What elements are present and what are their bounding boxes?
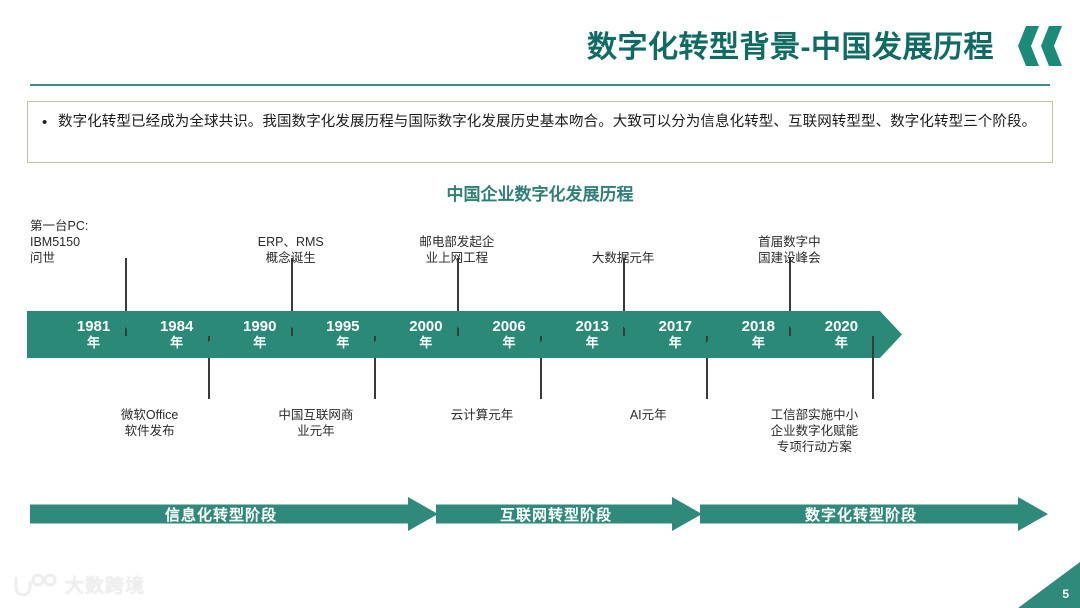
milestone-year: 1981	[76, 317, 111, 335]
bullet-marker: •	[42, 114, 48, 131]
phase-label: 互联网转型阶段	[499, 506, 612, 524]
milestone-label-below: 中国互联网商 业元年	[278, 408, 354, 438]
connector-line	[207, 336, 210, 399]
header-divider	[30, 84, 1050, 86]
milestone-label-above: ERP、RMS 概念诞生	[257, 235, 324, 265]
phase-arrow-3[interactable]: 数字化转型阶段	[700, 497, 1048, 531]
page-title: 数字化转型背景-中国发展历程	[587, 31, 994, 64]
milestone-year: 2013	[575, 317, 609, 335]
phase-arrow-1[interactable]: 信息化转型阶段	[30, 497, 438, 531]
milestone-year: 1990	[243, 317, 277, 335]
brand-logo-icon	[14, 573, 57, 596]
milestone-year-suffix: 年	[336, 334, 350, 350]
connector-line	[124, 258, 127, 336]
milestone-year: 2006	[492, 317, 526, 335]
connector-line	[456, 258, 459, 336]
milestone-year-suffix: 年	[87, 334, 101, 350]
phase-arrow-2[interactable]: 互联网转型阶段	[436, 497, 702, 531]
milestone-year-suffix: 年	[502, 334, 516, 350]
connector-line	[789, 258, 792, 336]
summary-text: 数字化转型已经成为全球共识。我国数字化发展历程与国际数字化发展历史基本吻合。大致…	[58, 114, 1037, 130]
connector-line	[623, 258, 626, 336]
milestone-year: 2000	[409, 317, 443, 335]
milestone-year-suffix: 年	[170, 334, 184, 350]
watermark-text: 大数跨境	[65, 576, 146, 597]
milestone-label-above: 首届数字中 国建设峰会	[758, 235, 821, 265]
milestone-year: 2020	[824, 317, 859, 335]
phase-label: 信息化转型阶段	[164, 506, 277, 524]
watermark: 大数跨境	[12, 571, 145, 598]
milestone-year-suffix: 年	[253, 334, 267, 350]
connector-line	[872, 336, 875, 399]
milestone-year: 2017	[658, 317, 692, 335]
phase-label: 数字化转型阶段	[804, 506, 917, 524]
slide-header: 数字化转型背景-中国发展历程	[0, 14, 1080, 76]
milestone-label-below: 工信部实施中小 企业数字化赋能 专项行动方案	[770, 408, 859, 454]
milestone-year: 1984	[159, 317, 194, 335]
milestone-year-suffix: 年	[419, 334, 433, 350]
milestone-label-below: AI元年	[629, 408, 667, 422]
connector-line	[540, 336, 543, 399]
chevron-left-icon	[1041, 26, 1062, 66]
milestone-year-suffix: 年	[834, 334, 848, 350]
milestone-year-suffix: 年	[585, 334, 599, 350]
milestone-label-above: 第一台PC: IBM5150 问世	[30, 219, 89, 265]
chevron-left-icon	[1018, 26, 1039, 66]
milestone-label-above: 邮电部发起企 业上网工程	[419, 235, 495, 265]
milestone-year: 2018	[741, 317, 776, 335]
milestone-label-above: 大数据元年	[591, 251, 655, 265]
milestone-label-below: 云计算元年	[450, 408, 514, 422]
connector-line	[290, 258, 293, 336]
connector-line	[706, 336, 709, 399]
chart-title: 中国企业数字化发展历程	[446, 185, 634, 204]
page-number: 5	[1062, 587, 1069, 601]
summary-box: • 数字化转型已经成为全球共识。我国数字化发展历程与国际数字化发展历史基本吻合。…	[27, 101, 1053, 163]
connector-line	[373, 336, 376, 399]
header-chevron-decoration	[1018, 26, 1062, 66]
milestone-label-below: 微软Office 软件发布	[120, 408, 179, 438]
milestone-year: 1995	[326, 317, 360, 335]
milestone-year-suffix: 年	[668, 334, 682, 350]
milestone-year-suffix: 年	[751, 334, 765, 350]
